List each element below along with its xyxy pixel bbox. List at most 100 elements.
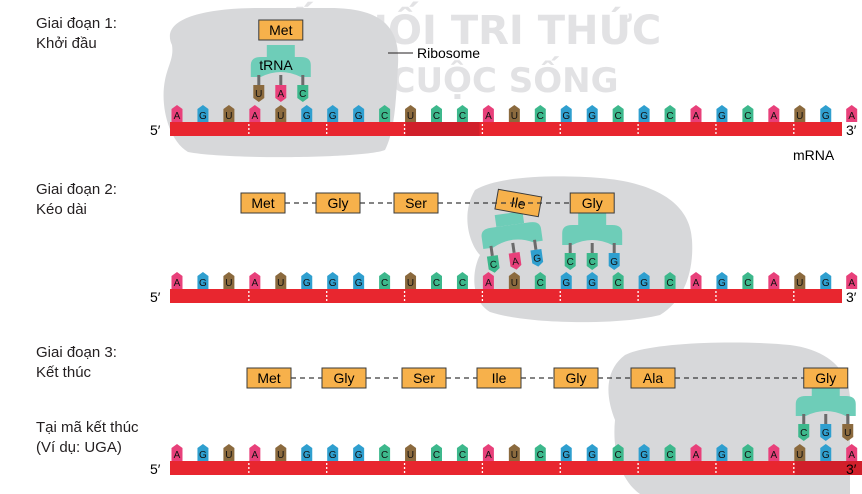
amino-acid-met: Met (246, 367, 292, 389)
mrna-nucleotide: G (301, 444, 313, 461)
amino-acid-gly: Gly (553, 367, 599, 389)
base-letter: G (329, 278, 337, 289)
mrna-nucleotide: A (249, 272, 261, 289)
trna-body (795, 396, 856, 416)
mrna-nucleotide: G (586, 444, 598, 461)
stop-codon-note: Tại mã kết thúc (Ví dụ: UGA) (36, 418, 139, 458)
base-letter: C (433, 278, 440, 289)
base-letter: A (693, 450, 700, 461)
base-letter: A (693, 111, 700, 122)
base-letter: U (407, 111, 414, 122)
amino-acid-met: Met (240, 192, 286, 214)
amino-acid-met: Met (258, 19, 304, 41)
amino-acid-ser: Ser (401, 367, 447, 389)
base-letter: G (718, 278, 726, 289)
anticodon-nucleotide: C (297, 85, 309, 102)
mrna-nucleotide: U (223, 105, 235, 122)
mrna-nucleotide: G (197, 105, 209, 122)
stage-2-heading: Giai đoạn 2: (36, 181, 117, 198)
mrna-nucleotide: G (327, 272, 339, 289)
base-letter: G (588, 450, 596, 461)
mrna-nucleotide: C (534, 105, 546, 122)
mrna-nucleotide: C (664, 272, 676, 289)
mrna-nucleotide: G (560, 272, 572, 289)
mrna-nucleotide: G (353, 105, 365, 122)
mrna-nucleotide: C (456, 272, 468, 289)
mrna-nucleotide: C (612, 444, 624, 461)
amino-acid-label: Ile (510, 194, 528, 212)
mrna-nucleotide: C (379, 105, 391, 122)
base-letter: C (537, 111, 544, 122)
highlighted-codon (794, 461, 862, 475)
base-letter: C (615, 450, 622, 461)
amino-acid-label: Gly (582, 195, 603, 211)
mrna-nucleotide: A (846, 272, 858, 289)
base-letter: C (299, 89, 306, 100)
mrna-nucleotide: U (794, 272, 806, 289)
base-letter: G (562, 278, 570, 289)
base-letter: G (640, 278, 648, 289)
base-letter: G (822, 428, 830, 439)
base-letter: C (567, 257, 574, 268)
base-letter: U (225, 111, 232, 122)
mrna-nucleotide: U (794, 105, 806, 122)
anticodon-nucleotide: G (820, 424, 832, 441)
mrna-nucleotide: C (431, 272, 442, 289)
mrna-nucleotide: A (482, 105, 494, 122)
base-letter: U (255, 89, 262, 100)
amino-acid-label: Ala (643, 370, 663, 386)
amino-acid-label: Ser (413, 370, 435, 386)
trna-label: tRNA (259, 57, 293, 73)
base-letter: G (303, 111, 311, 122)
base-letter: A (771, 278, 778, 289)
stop-codon-line-2: (Ví dụ: UGA) (36, 439, 122, 456)
mrna-nucleotide: A (482, 272, 494, 289)
three-prime-label: 3′ (846, 122, 857, 138)
mrna-nucleotide: U (223, 444, 235, 461)
three-prime-label: 3′ (846, 461, 857, 477)
anticodon-nucleotide: G (608, 253, 620, 270)
mrna-nucleotide: G (327, 444, 339, 461)
base-letter: U (407, 278, 414, 289)
mrna-nucleotide: G (820, 444, 832, 461)
mrna-backbone (170, 289, 842, 303)
amino-acid-label: Gly (328, 195, 349, 211)
trna-body (481, 222, 543, 250)
anticodon-nucleotide: C (486, 255, 500, 273)
base-letter: A (174, 450, 181, 461)
base-letter: G (588, 111, 596, 122)
mrna-nucleotide: G (353, 272, 365, 289)
peptide-chain-stage-2: Met Gly Ser Gly (240, 192, 615, 214)
mrna-nucleotide: U (508, 444, 520, 461)
mrna-nucleotide: C (742, 105, 754, 122)
anticodon-nucleotide: A (275, 85, 287, 102)
mrna-backbone (170, 461, 842, 475)
base-letter: C (666, 111, 673, 122)
base-letter: A (252, 111, 259, 122)
amino-acid-ser: Ser (393, 192, 439, 214)
mrna-nucleotide: G (820, 272, 832, 289)
base-letter: A (511, 256, 519, 268)
five-prime-label: 5′ (150, 289, 161, 305)
mrna-nucleotide: C (612, 105, 624, 122)
amino-acid-label: Gly (334, 370, 355, 386)
mrna-nucleotide: C (534, 272, 546, 289)
mrna-nucleotide: U (405, 272, 417, 289)
base-letter: C (433, 450, 440, 461)
base-letter: C (800, 428, 807, 439)
base-letter: C (381, 278, 388, 289)
base-letter: A (174, 111, 181, 122)
base-letter: A (848, 111, 855, 122)
amino-acid-label: Met (269, 22, 292, 38)
base-letter: U (225, 278, 232, 289)
base-letter: U (277, 111, 284, 122)
base-letter: G (329, 111, 337, 122)
base-letter: U (511, 111, 518, 122)
ribosome-label: Ribosome (417, 45, 480, 61)
